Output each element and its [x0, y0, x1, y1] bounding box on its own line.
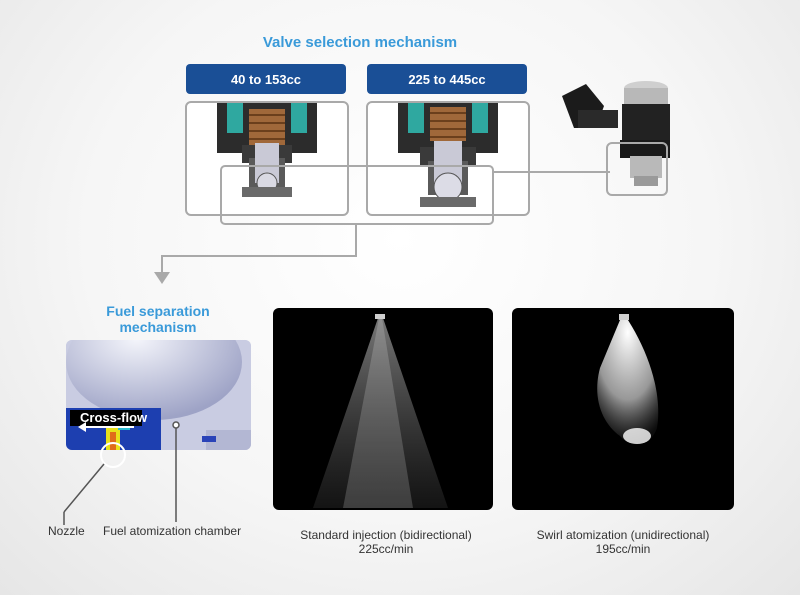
nozzle-label: Nozzle	[48, 524, 85, 538]
range-badge-large: 225 to 445cc	[367, 64, 527, 94]
valve-selection-title: Valve selection mechanism	[262, 34, 458, 51]
valve-cross-section-small	[185, 101, 349, 216]
chamber-label: Fuel atomization chamber	[103, 524, 242, 538]
valve-connector-lines	[154, 165, 610, 284]
injector-tip-highlight	[606, 142, 668, 196]
crossflow-label-band	[70, 410, 142, 426]
caption-swirl: Swirl atomization (unidirectional) 195cc…	[512, 528, 734, 556]
fuel-separation-title-line1: Fuel separation	[106, 303, 210, 319]
caption-swirl-line2: 195cc/min	[595, 542, 651, 556]
fuel-separation-title: Fuel separation mechanism	[88, 303, 228, 335]
fuel-separation-diagram: Cross-flow	[66, 340, 251, 450]
injector-image	[560, 80, 670, 200]
crossflow-arrow-line	[82, 426, 134, 428]
caption-standard-line1: Standard injection (bidirectional)	[300, 528, 472, 542]
crossflow-arrow-icon	[78, 422, 86, 432]
valve-small-illustration	[217, 103, 317, 197]
fuel-separation-title-line2: mechanism	[119, 319, 197, 335]
caption-swirl-line1: Swirl atomization (unidirectional)	[536, 528, 710, 542]
caption-standard-line2: 225cc/min	[358, 542, 414, 556]
leader-lines	[63, 421, 180, 525]
spray-swirl-image	[512, 308, 734, 510]
crossflow-label: Cross-flow	[80, 410, 148, 425]
caption-standard: Standard injection (bidirectional) 225cc…	[273, 528, 499, 556]
spray-standard-image	[273, 308, 493, 510]
range-badge-small: 40 to 153cc	[186, 64, 346, 94]
